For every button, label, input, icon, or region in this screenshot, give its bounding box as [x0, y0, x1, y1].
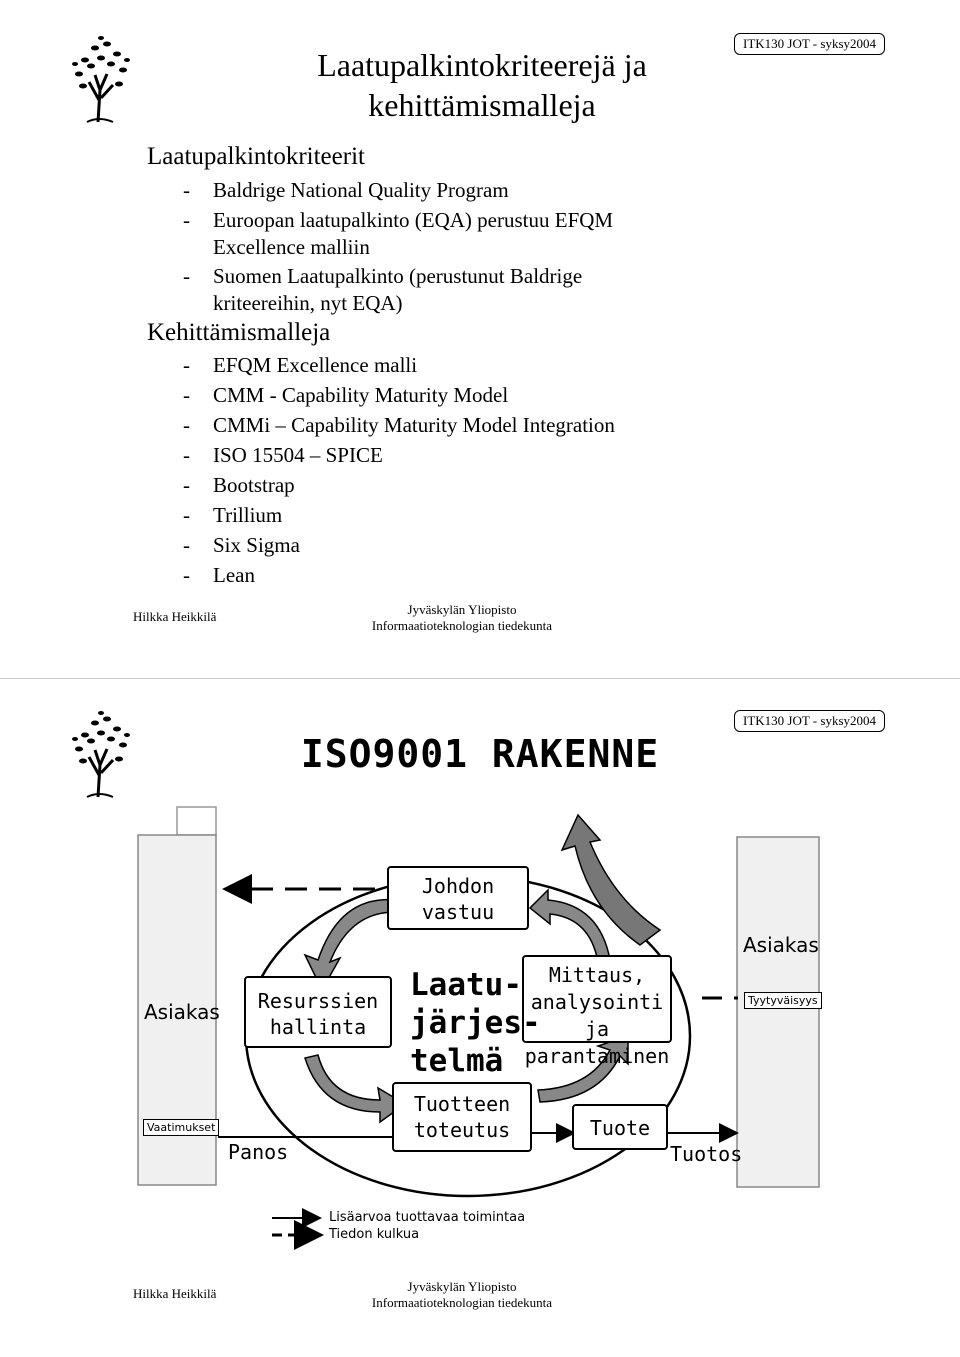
- footer-author: Hilkka Heikkilä: [133, 609, 216, 625]
- list-item: -Lean: [213, 562, 255, 589]
- section-heading-1: Laatupalkintokriteerit: [147, 143, 365, 171]
- course-tag: ITK130 JOT - syksy2004: [734, 33, 885, 55]
- resource-management-box: Resurssien hallinta: [244, 976, 392, 1048]
- output-label: Tuotos: [670, 1142, 742, 1166]
- input-label: Panos: [228, 1140, 288, 1164]
- product-box: Tuote: [572, 1104, 668, 1150]
- slide-divider: [0, 678, 960, 679]
- list-item: -CMMi – Capability Maturity Model Integr…: [213, 412, 615, 439]
- course-tag: ITK130 JOT - syksy2004: [734, 710, 885, 732]
- section-heading-2: Kehittämismalleja: [147, 319, 330, 347]
- satisfaction-tag: Tyytyväisyys: [744, 992, 822, 1009]
- list-item: -Six Sigma: [213, 532, 300, 559]
- list-item: -Baldrige National Quality Program: [213, 177, 509, 204]
- title-line-1: Laatupalkintokriteerejä ja: [222, 45, 742, 85]
- tree-logo-icon: [65, 705, 135, 800]
- legend-solid-label: Lisäarvoa tuottavaa toimintaa: [329, 1210, 525, 1225]
- management-responsibility-box: Johdon vastuu: [387, 866, 529, 930]
- footer-institution: Jyväskylän Yliopisto Informaatioteknolog…: [362, 602, 562, 634]
- list-item: -Trillium: [213, 502, 282, 529]
- list-item: -Euroopan laatupalkinto (EQA) perustuu E…: [213, 207, 613, 261]
- slide-title: Laatupalkintokriteerejä ja kehittämismal…: [222, 45, 742, 125]
- footer-author: Hilkka Heikkilä: [133, 1286, 216, 1302]
- tree-logo-icon: [65, 30, 135, 125]
- list-item: -ISO 15504 – SPICE: [213, 442, 383, 469]
- curved-arrow: [305, 1055, 405, 1122]
- left-customer-label: Asiakas: [144, 1000, 220, 1024]
- quality-system-label: Laatu- järjes- telmä: [410, 966, 541, 1080]
- measurement-box: Mittaus, analysointi ja parantaminen: [522, 955, 672, 1043]
- curved-arrow: [562, 815, 660, 945]
- diagram-title: ISO9001 RAKENNE: [200, 732, 760, 776]
- footer-institution: Jyväskylän Yliopisto Informaatioteknolog…: [362, 1279, 562, 1311]
- legend-dashed-label: Tiedon kulkua: [329, 1227, 419, 1242]
- left-column-cap: [177, 807, 216, 835]
- requirements-tag: Vaatimukset: [143, 1119, 219, 1136]
- right-customer-label: Asiakas: [743, 933, 819, 957]
- list-item: -Bootstrap: [213, 472, 295, 499]
- list-item: -Suomen Laatupalkinto (perustunut Baldri…: [213, 263, 582, 317]
- title-line-2: kehittämismalleja: [222, 85, 742, 125]
- list-item: -EFQM Excellence malli: [213, 352, 417, 379]
- product-realization-box: Tuotteen toteutus: [392, 1082, 532, 1152]
- list-item: -CMM - Capability Maturity Model: [213, 382, 508, 409]
- right-customer-column: [737, 837, 819, 1187]
